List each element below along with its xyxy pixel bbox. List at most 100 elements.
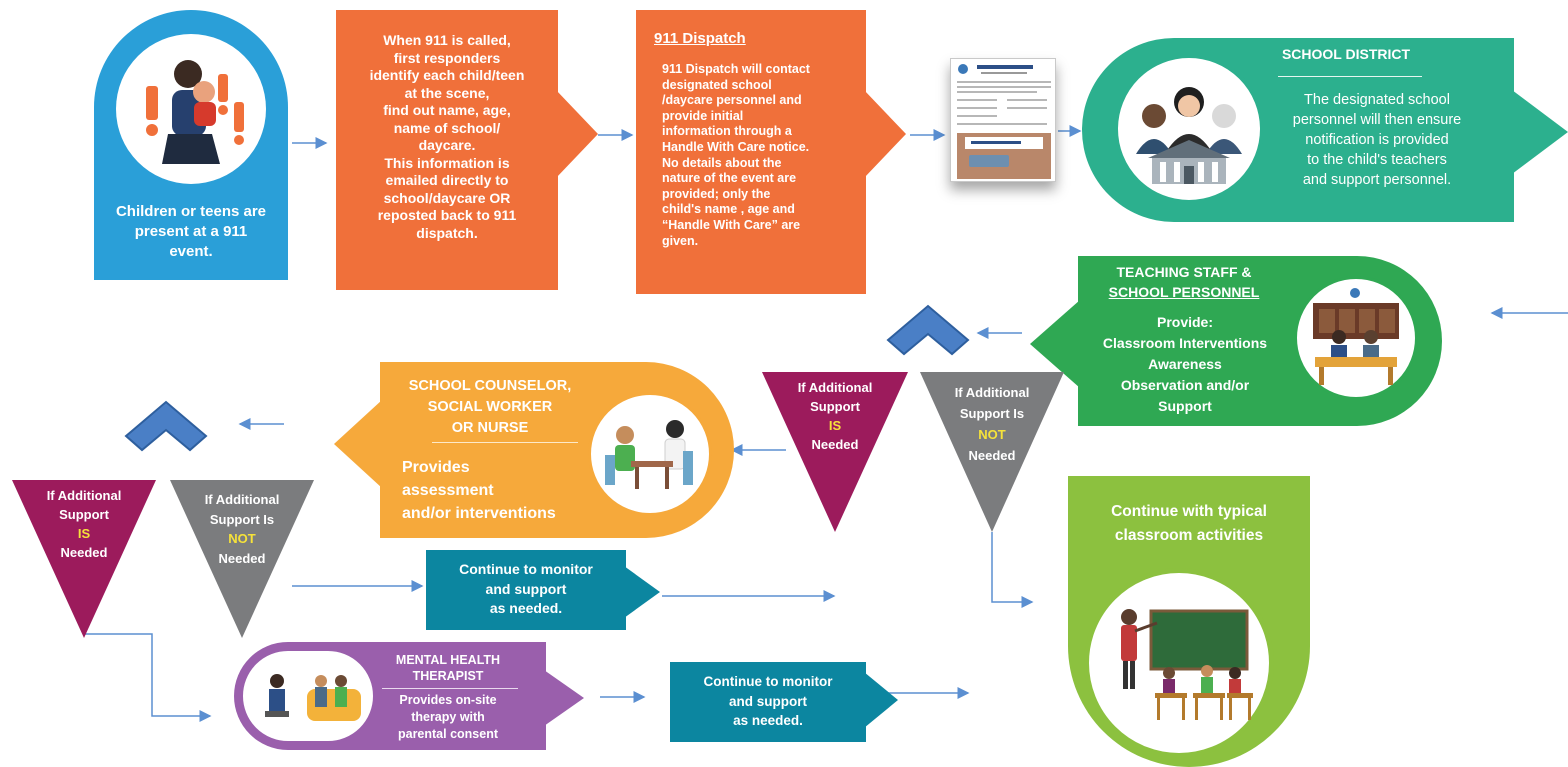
arrow-is-to-therapist: [84, 633, 212, 722]
triangle-is-left-line: If Additional: [46, 488, 122, 503]
therapist-divider: [382, 688, 518, 689]
responders-pointer: [556, 90, 598, 178]
triangle-is-text: If Additional Support IS Needed: [775, 378, 895, 454]
district-card: SCHOOL DISTRICT The designated school pe…: [1082, 38, 1514, 222]
teaching-line: Provide:: [1156, 314, 1213, 330]
triangle-not-left-text: If Additional Support Is NOT Needed: [182, 490, 302, 568]
dispatch-line: “Handle With Care” are: [662, 217, 801, 232]
responders-line: dispatch.: [416, 224, 478, 241]
triangle-not-line: Needed: [968, 448, 1016, 463]
responders-line: When 911 is called,: [383, 32, 511, 48]
dispatch-line: /daycare personnel and: [662, 93, 802, 108]
triangle-is-line: Needed: [811, 437, 859, 452]
dispatch-text: 911 Dispatch will contact designated sch…: [662, 62, 862, 249]
triangle-is-left-emphasis: IS: [77, 526, 91, 541]
counselor-card: SCHOOL COUNSELOR, SOCIAL WORKER OR NURSE…: [380, 362, 734, 538]
therapist-line: therapy with: [411, 710, 485, 724]
monitor-2-card: Continue to monitor and support as neede…: [670, 662, 866, 742]
responders-line: first responders: [393, 49, 501, 66]
counselor-illustration: [588, 392, 712, 516]
start-text: Children or teens are present at a 911 e…: [115, 203, 267, 260]
monitor-2-line: Continue to monitor: [703, 674, 833, 689]
responders-line: school/daycare OR: [383, 189, 511, 206]
teaching-card: TEACHING STAFF & SCHOOL PERSONNEL Provid…: [1078, 256, 1442, 426]
triangle-is-left-text: If Additional Support IS Needed: [24, 486, 144, 562]
counselor-title-line: SOCIAL WORKER: [427, 399, 553, 415]
monitor-line: as needed.: [489, 600, 563, 616]
district-line: The designated school: [1304, 92, 1450, 108]
monitor-2-line: and support: [729, 693, 807, 709]
triangle-not-line: Support Is: [959, 406, 1025, 421]
therapy-session-icon: [265, 674, 361, 721]
responders-card: When 911 is called, first responders ide…: [336, 10, 558, 290]
responders-text: When 911 is called, first responders ide…: [340, 32, 554, 242]
triangle-is-line: Support: [810, 399, 860, 414]
district-divider: [1278, 76, 1422, 77]
therapist-pointer: [544, 670, 584, 726]
typical-text: Continue with typical classroom activiti…: [1072, 500, 1306, 548]
counselor-pointer: [334, 400, 382, 488]
counselor-title-line: OR NURSE: [451, 420, 529, 436]
responders-line: at the scene,: [404, 84, 490, 101]
monitor-card: Continue to monitor and support as neede…: [426, 550, 626, 630]
responders-line: identify each child/teen: [369, 67, 525, 83]
dispatch-line: given.: [662, 233, 699, 248]
dispatch-title: 911 Dispatch: [654, 30, 746, 47]
district-pointer: [1512, 90, 1568, 174]
teaching-line: Observation and/or: [1120, 377, 1250, 393]
arrow-not-to-typical: [991, 532, 1034, 608]
therapist-illustration: [240, 648, 376, 744]
therapist-card: MENTAL HEALTH THERAPIST Provides on-site…: [234, 642, 546, 750]
responders-line: This information is: [384, 154, 510, 171]
district-line: personnel will then ensure: [1292, 112, 1462, 128]
district-illustration: [1114, 54, 1264, 204]
monitor-text: Continue to monitor and support as neede…: [428, 560, 624, 619]
classroom-icon: [1121, 609, 1253, 720]
dispatch-line: designated school: [662, 77, 772, 92]
counselor-divider: [432, 442, 578, 443]
triangle-not-shape: [920, 372, 1064, 532]
dispatch-line: child's name , age and: [662, 202, 795, 217]
teaching-text: Provide: Classroom Interventions Awarene…: [1078, 312, 1292, 417]
staff-meeting-icon: [1313, 288, 1399, 385]
triangle-is-shape: [762, 372, 908, 532]
counselor-title-line: SCHOOL COUNSELOR,: [408, 378, 572, 394]
monitor-2-line: as needed.: [733, 713, 803, 728]
monitor-line: and support: [485, 580, 567, 597]
counselor-line: Provides: [402, 459, 470, 476]
monitor-line: Continue to monitor: [459, 561, 593, 577]
child-hug-icon: [146, 60, 244, 164]
district-line: to the child's teachers: [1307, 152, 1447, 168]
therapist-line: Provides on-site: [399, 693, 497, 707]
triangle-is-left-line: Support: [59, 507, 109, 522]
triangle-not-line: If Additional: [954, 385, 1030, 400]
dispatch-line: nature of the event are: [662, 171, 797, 186]
dispatch-line: No details about the: [662, 155, 782, 170]
start-card: Children or teens are present at a 911 e…: [94, 10, 288, 280]
triangle-not-emphasis: NOT: [978, 427, 1006, 442]
dispatch-line: information through a: [662, 124, 792, 139]
district-line: and support personnel.: [1302, 172, 1452, 188]
chevron-icon: [886, 304, 970, 356]
district-text: The designated school personnel will the…: [1268, 90, 1486, 190]
responders-line: find out name, age,: [383, 102, 511, 118]
teaching-title-1: TEACHING STAFF &: [1116, 264, 1252, 280]
counselor-title: SCHOOL COUNSELOR, SOCIAL WORKER OR NURSE: [390, 376, 590, 439]
teaching-line: Classroom Interventions: [1102, 335, 1268, 351]
counselor-text: Provides assessment and/or interventions: [402, 456, 602, 525]
therapist-text: Provides on-site therapy with parental c…: [374, 692, 522, 743]
teaching-line: Support: [1158, 398, 1212, 414]
dispatch-line: provided; only the: [662, 186, 771, 201]
dispatch-card: 911 Dispatch 911 Dispatch will contact d…: [636, 10, 866, 294]
triangle-is-left-line: Needed: [60, 545, 108, 560]
triangle-is-line: If Additional: [797, 380, 873, 395]
counselor-line: assessment: [402, 482, 494, 499]
teaching-line: Awareness: [1148, 356, 1222, 372]
therapist-title: MENTAL HEALTH THERAPIST: [374, 652, 522, 684]
district-title: SCHOOL DISTRICT: [1281, 46, 1411, 62]
therapist-title-line: THERAPIST: [412, 669, 484, 683]
therapist-line: parental consent: [397, 727, 499, 741]
teaching-illustration: [1294, 276, 1418, 400]
typical-line: Continue with typical: [1111, 503, 1267, 520]
dispatch-pointer: [864, 90, 906, 178]
